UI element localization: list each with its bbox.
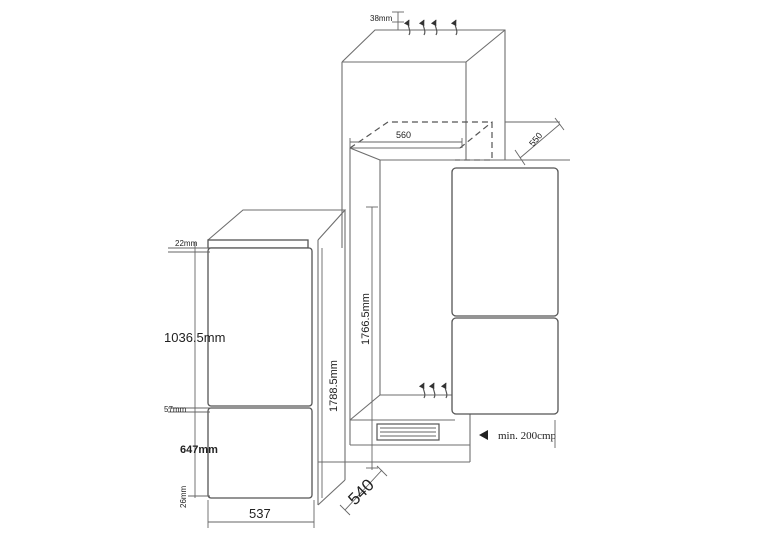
left-dimension-column: 22mm 1036.5mm 57mm 647mm 26mm [164,239,225,508]
top-gap-label: 38mm [370,14,393,23]
fridge-door-label: 1036.5mm [164,330,225,345]
appliance-depth-dimension: 540 [339,465,388,516]
top-airflow-arrows [403,19,458,36]
cabinet-width-dimension: 560 [349,130,463,148]
cabinet-niche [318,29,506,463]
bottom-airflow-arrows [418,382,448,399]
appliance-height-label: 1788.5mm [328,360,340,412]
appliance-front-view [207,209,347,506]
cabinet-depth-label: 550 [527,131,544,149]
cabinet-depth-dimension: 550 [505,117,565,166]
freezer-door-label: 647mm [180,444,218,456]
appliance-width-label: 537 [249,506,271,521]
door-gap-label: 57mm [164,405,187,414]
side-fridge-door [451,167,559,317]
top-gap-dimension: 38mm [370,11,404,30]
appliance-side-view [451,159,570,415]
top-panel-label: 22mm [175,239,198,248]
bottom-gap-label: 26mm [179,485,188,508]
front-freezer-door [207,407,313,499]
cabinet-height-label: 1766.5mm [360,293,372,345]
cabinet-width-label: 560 [396,130,411,140]
front-fridge-door [207,247,313,407]
ventilation-label: min. 200cmp [498,430,557,442]
ventilation-grille [376,423,440,441]
side-freezer-door [451,317,559,415]
front-top-panel [207,239,309,249]
cabinet-outline-dashed [349,121,493,161]
appliance-height-dimension: 1788.5mm [321,248,340,498]
ventilation-note: min. 200cmp [479,420,557,448]
cabinet-height-dimension: 1766.5mm [360,206,378,470]
appliance-width-dimension: 537 [207,500,315,528]
